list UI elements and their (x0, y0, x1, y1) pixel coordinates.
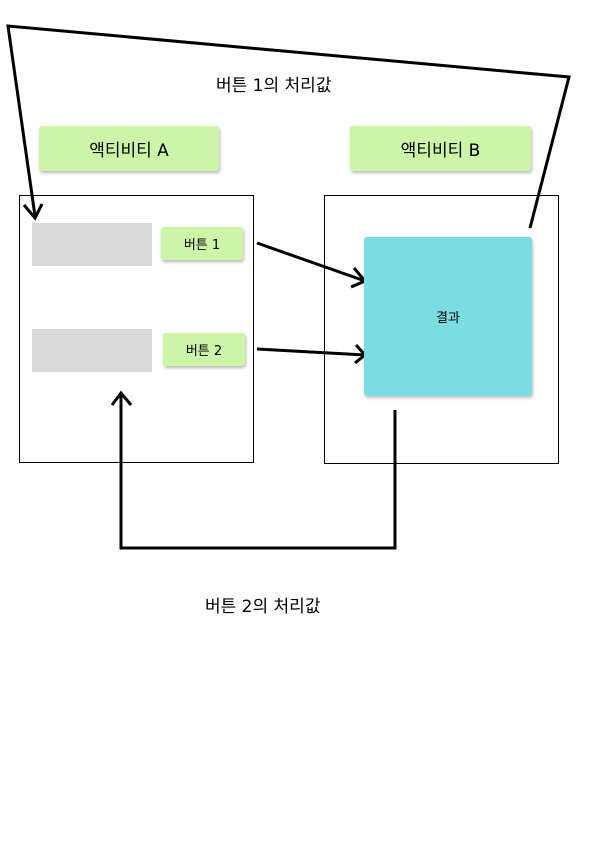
activity-b-title-note: 액티비티 B (350, 126, 531, 171)
button-1-label: 버튼 1 (183, 238, 221, 253)
button2-result-arrowhead (110, 390, 133, 406)
activity-b-title: 액티비티 B (400, 141, 481, 161)
result-box: 결과 (364, 237, 532, 396)
activity-a-placeholder-2 (32, 329, 152, 372)
button-2-label: 버튼 2 (185, 344, 223, 359)
button1-result-caption: 버튼 1의 처리값 (216, 76, 332, 96)
activity-a-frame (19, 195, 254, 463)
button1-to-result-arrow (256, 241, 366, 283)
activity-a-title-note: 액티비티 A (39, 126, 219, 171)
button2-to-result-arrow (256, 347, 366, 357)
button1-result-arrowhead (22, 203, 44, 221)
activity-a-placeholder-1 (32, 223, 152, 266)
result-label: 결과 (436, 311, 460, 326)
button1-result-return-arrow (6, 24, 571, 229)
activity-b-frame (324, 195, 559, 464)
button-1[interactable]: 버튼 1 (161, 227, 243, 260)
button2-result-return-arrow (119, 395, 397, 550)
button-2[interactable]: 버튼 2 (163, 333, 245, 366)
button2-result-caption: 버튼 2의 처리값 (205, 597, 321, 617)
activity-a-title: 액티비티 A (89, 141, 169, 161)
